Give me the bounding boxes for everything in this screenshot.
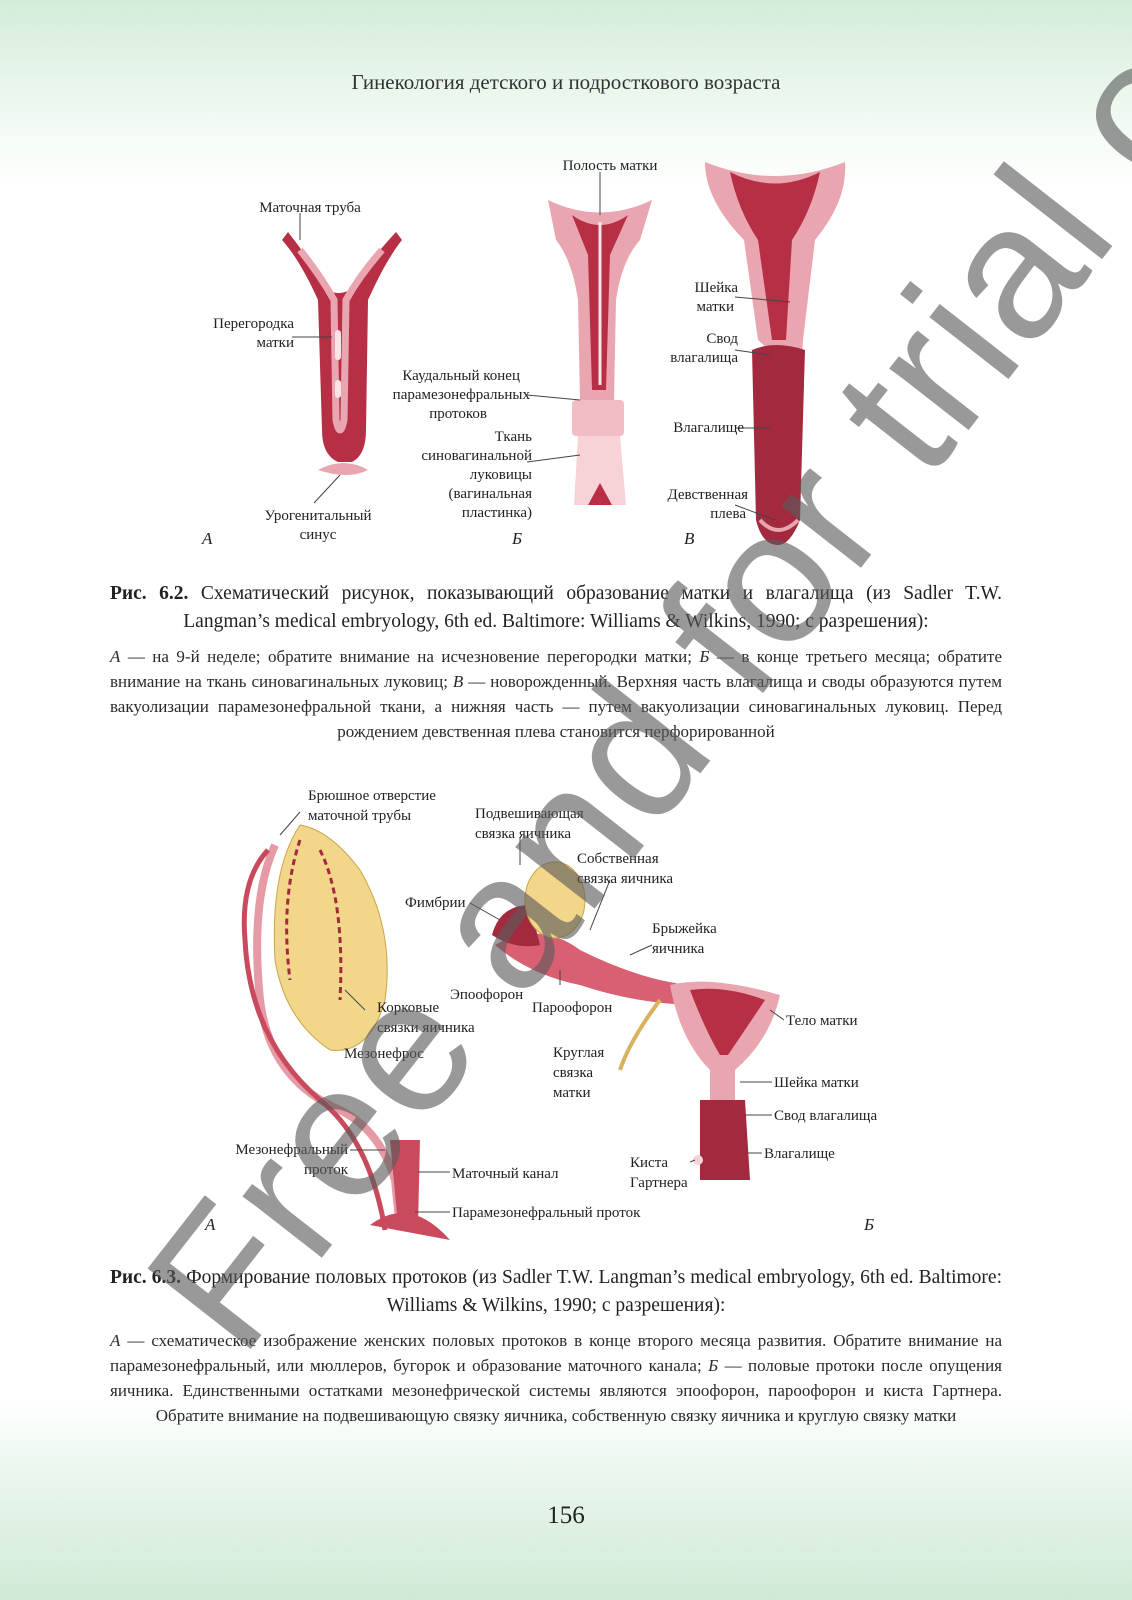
label-tissue-5: пластинка)	[462, 505, 532, 521]
label-uterus-body: Тело матки	[786, 1013, 858, 1029]
caption-body-text: — на 9-й неделе; обратите внимание на ис…	[120, 647, 700, 666]
label-mesovarium-2: яичника	[652, 941, 705, 957]
caption-body: А — схематическое изображение женских по…	[110, 1328, 1002, 1428]
figure-number: Рис. 6.2.	[110, 583, 189, 604]
label-abdominal-ostium-1: Брюшное отверстие	[308, 788, 436, 804]
panel-label-c: В	[684, 529, 695, 548]
figure-6-3-caption: Рис. 6.3. Формирование половых протоков …	[110, 1264, 1002, 1428]
label-cervix-2: матки	[696, 299, 734, 315]
label-hymen-2: плева	[710, 506, 746, 522]
caption-panel-ref: Б	[708, 1356, 719, 1375]
uterus-9-weeks-drawing	[282, 232, 402, 475]
caption-panel-ref: А	[110, 647, 121, 666]
caption-body-text: — в конце третьего месяца; обратите вним…	[110, 647, 1002, 691]
label-tissue-2: синовагинальной	[421, 448, 532, 464]
label-caudal-end-1: Каудальный конец	[402, 368, 520, 384]
label-vaginal-fornix: Свод влагалища	[774, 1108, 877, 1124]
label-proper-ligament-1: Собственная	[577, 851, 659, 867]
caption-body: А — на 9-й неделе; обратите внимание на …	[110, 644, 1002, 744]
label-uterine-cavity: Полость матки	[563, 158, 658, 174]
label-gartner-cyst-2: Гартнера	[630, 1175, 688, 1191]
figure-6-3-leaders	[279, 811, 785, 1213]
caption-title: Рис. 6.2. Схематический рисунок, показыв…	[110, 580, 1002, 636]
label-cervix-1: Шейка	[694, 280, 738, 296]
uterus-third-month-drawing	[548, 200, 652, 505]
label-cervix: Шейка матки	[774, 1075, 859, 1091]
caption-panel-ref: Б	[699, 647, 710, 666]
label-suspensory-ligament-2: связка яичника	[475, 826, 571, 842]
label-mesonephric-duct-1: Мезонефральный	[235, 1142, 348, 1158]
label-fimbriae: Фимбрии	[405, 895, 466, 911]
label-paroophoron: Пароофорон	[532, 1000, 612, 1016]
label-caudal-end-3: протоков	[429, 406, 487, 422]
label-fornix-1: Свод	[706, 331, 738, 347]
label-mesovarium-1: Брыжейка	[652, 921, 717, 937]
figure-6-2-caption: Рис. 6.2. Схематический рисунок, показыв…	[110, 580, 1002, 744]
caption-body-text: — половые протоки после опущения яичника…	[110, 1356, 1002, 1425]
label-vagina-b: Влагалище	[764, 1146, 835, 1162]
label-round-ligament-2: связка	[553, 1065, 593, 1081]
label-fornix-2: влагалища	[670, 350, 738, 366]
label-uterine-septum-2: матки	[256, 335, 294, 351]
label-caudal-end-2: парамезонефральных	[393, 387, 531, 403]
figure-number: Рис. 6.3.	[110, 1267, 182, 1288]
caption-title: Рис. 6.3. Формирование половых протоков …	[110, 1264, 1002, 1320]
label-urogenital-sinus-2: синус	[300, 527, 337, 543]
caption-panel-ref: В	[452, 672, 464, 691]
label-round-ligament-3: матки	[553, 1085, 591, 1101]
label-mesonephric-duct-2: проток	[304, 1162, 349, 1178]
label-suspensory-ligament-1: Подвешивающая	[475, 806, 584, 822]
label-hymen-1: Девственная	[667, 487, 748, 503]
panel-label-a-fig63: А	[204, 1215, 216, 1234]
panel-label-b: Б	[511, 529, 522, 548]
label-paramesonephric-duct: Парамезонефральный проток	[452, 1205, 641, 1221]
caption-body-text: — схематическое изображение женских поло…	[110, 1331, 1002, 1375]
caption-title-text: Схематический рисунок, показывающий обра…	[183, 583, 1002, 632]
label-urogenital-sinus-1: Урогенитальный	[265, 508, 372, 524]
caption-title-text: Формирование половых протоков (из Sadler…	[181, 1267, 1002, 1316]
label-proper-ligament-2: связка яичника	[577, 871, 673, 887]
label-abdominal-ostium-2: маточной трубы	[308, 808, 411, 824]
uterus-newborn-drawing	[705, 162, 846, 545]
figure-6-2-leaders	[292, 172, 791, 521]
label-tissue-3: луковицы	[470, 467, 532, 483]
label-mesonephros: Мезонефрос	[344, 1046, 424, 1062]
label-tissue-1: Ткань	[495, 429, 533, 445]
label-uterine-septum-1: Перегородка	[213, 316, 294, 332]
label-uterine-tube: Маточная труба	[259, 200, 361, 216]
label-vagina: Влагалище	[673, 420, 744, 436]
caption-panel-ref: А	[110, 1331, 121, 1350]
panel-label-b-fig63: Б	[863, 1215, 874, 1234]
caption-body-text: — новорожденный. Верхняя часть влагалища…	[110, 672, 1002, 741]
running-header: Гинекология детского и подросткового воз…	[351, 70, 781, 94]
label-cortical-cords-2: связки яичника	[377, 1020, 475, 1036]
label-epoophoron: Эпоофорон	[450, 987, 523, 1003]
mesonephros-drawing	[241, 824, 450, 1240]
uterus-ovary-drawing	[492, 861, 780, 1180]
panel-label-a: А	[201, 529, 213, 548]
label-gartner-cyst-1: Киста	[630, 1155, 668, 1171]
label-uterine-canal: Маточный канал	[452, 1166, 559, 1182]
label-tissue-4: (вагинальная	[449, 486, 533, 502]
label-cortical-cords-1: Корковые	[377, 1000, 439, 1016]
page-number: 156	[547, 1502, 585, 1529]
label-round-ligament-1: Круглая	[553, 1045, 604, 1061]
